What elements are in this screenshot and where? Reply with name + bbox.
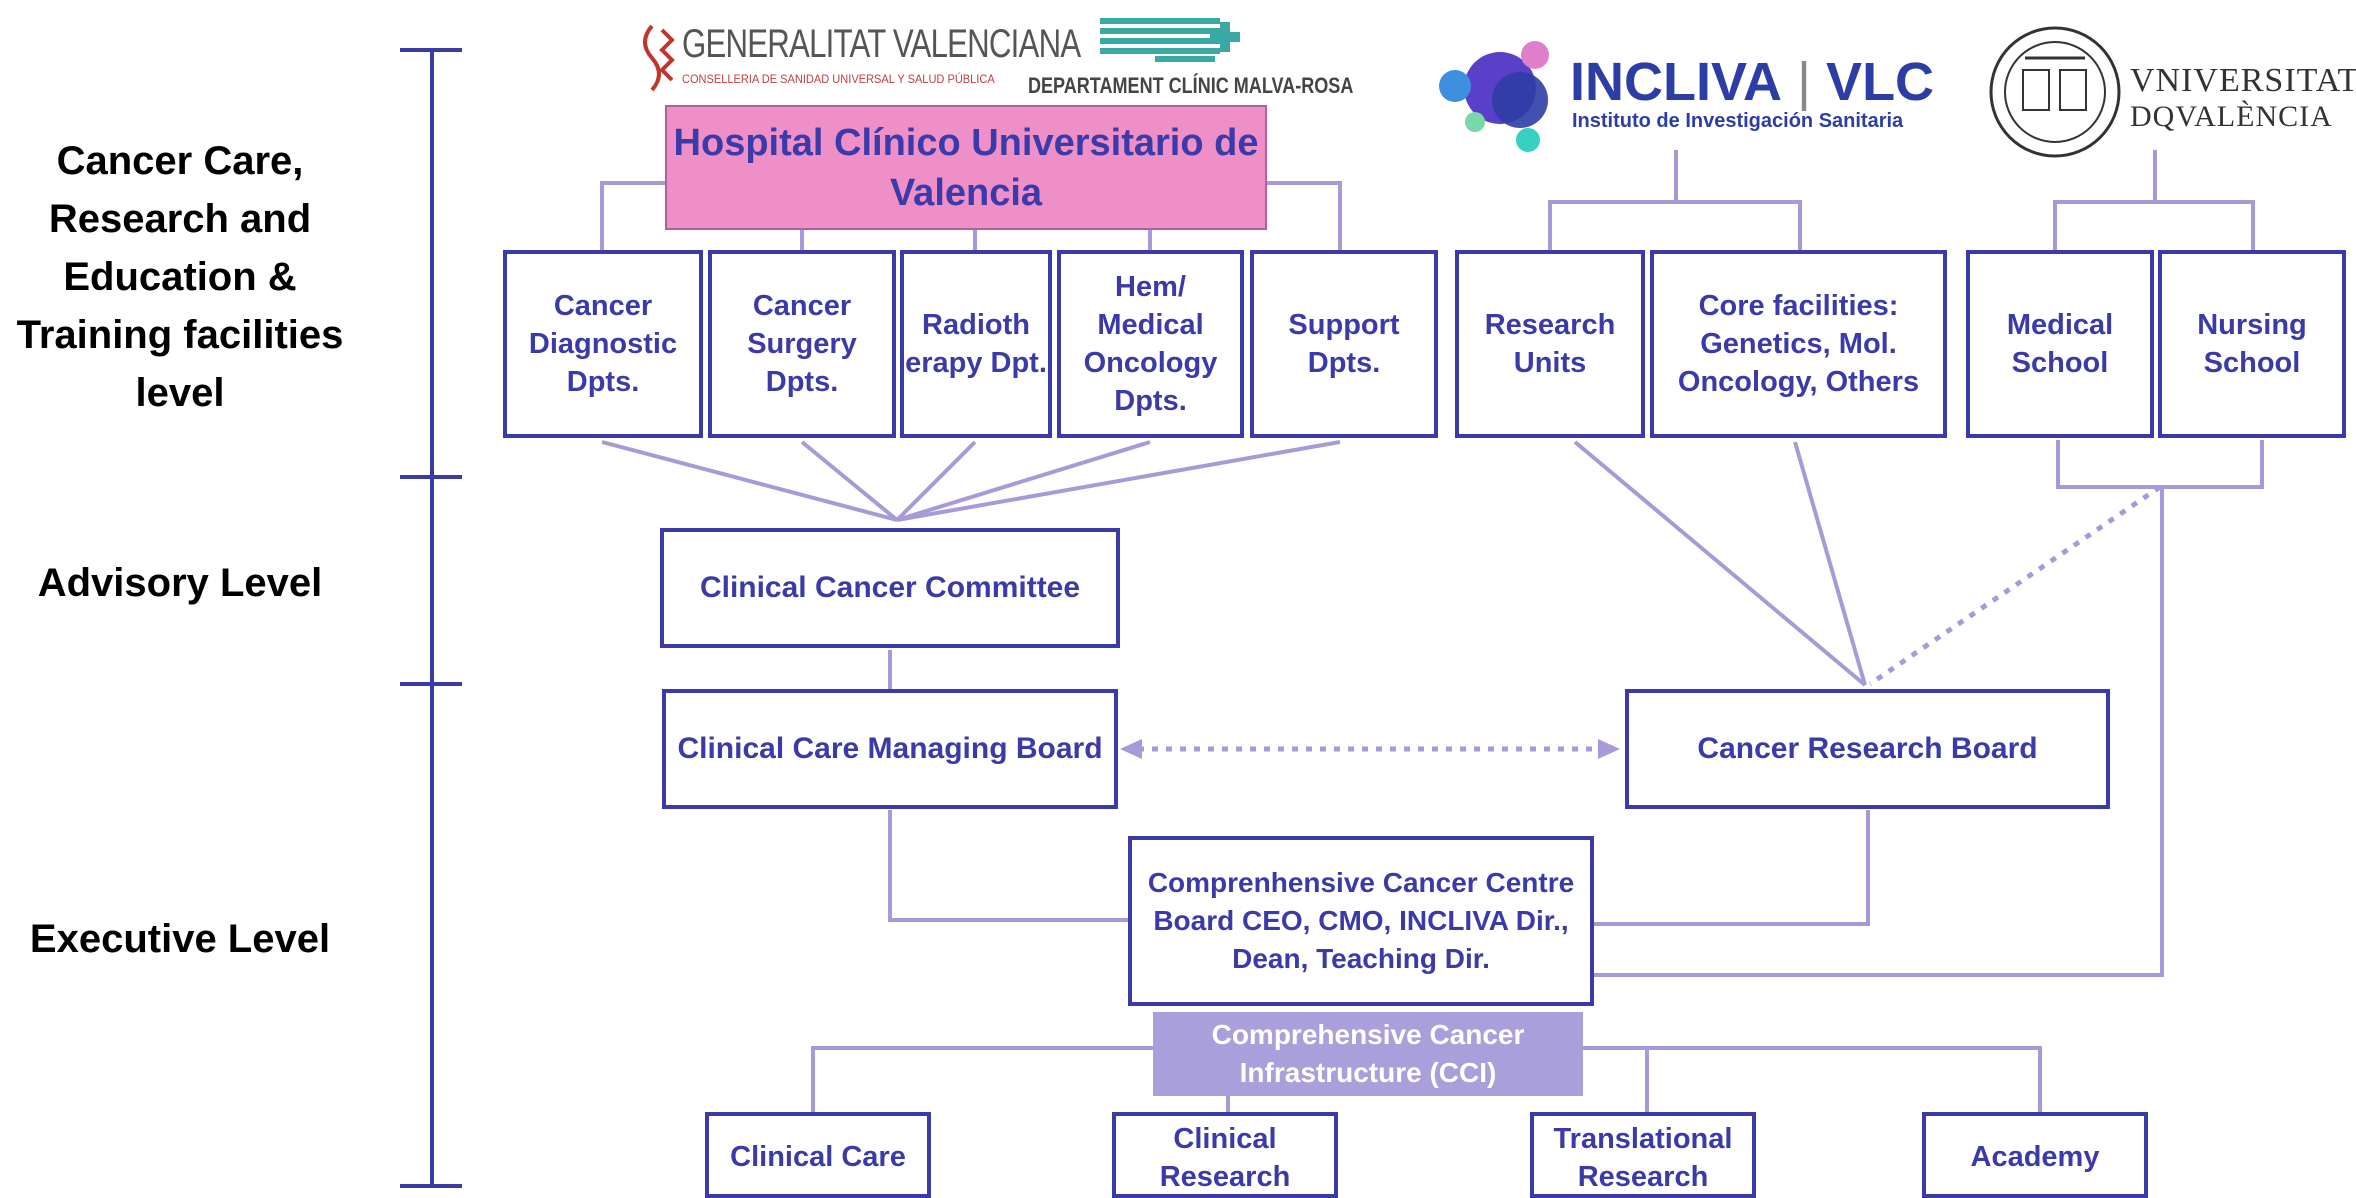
core-facilities: Core facilities: Genetics, Mol. Oncology… [1650,250,1947,438]
level-label-executive: Executive Level [29,917,331,961]
clinical-cancer-committee: Clinical Cancer Committee [660,528,1120,648]
incliva-title: INCLIVA | VLC [1570,52,1935,112]
malva-rosa-label: DEPARTAMENT CLÍNIC MALVA-ROSA [1028,73,1354,98]
dept-radiotherapy: Radioth erapy Dpt. [900,250,1052,438]
pillar-clinical-care: Clinical Care [705,1112,931,1198]
dept-support: Support Dpts. [1250,250,1438,438]
medical-school: Medical School [1966,250,2154,438]
hospital-header: Hospital Clínico Universitario de Valenc… [665,105,1267,230]
generalitat-logo-icon [643,24,675,92]
universitat-line1: VNIVERSITAT [2130,62,2356,99]
pillar-clinical-research: Clinical Research [1112,1112,1338,1198]
pillar-academy: Academy [1922,1112,2148,1198]
dept-hem-medical-oncology: Hem/ Medical Oncology Dpts. [1057,250,1244,438]
university-seal-icon [1989,26,2121,158]
universitat-line2: DQVALÈNCIA [2130,100,2333,133]
generalitat-subtitle: CONSELLERIA DE SANIDAD UNIVERSAL Y SALUD… [682,72,995,86]
incliva-logo-icon [1439,41,1549,152]
cci-box: Comprehensive Cancer Infrastructure (CCI… [1153,1012,1583,1096]
level-bracket [400,48,462,1188]
level-label-advisory: Advisory Level [37,561,323,605]
incliva-name: INCLIVA [1570,52,1782,112]
cancer-research-board: Cancer Research Board [1625,689,2110,809]
incliva-suffix: VLC [1826,52,1935,112]
incliva-subtitle: Instituto de Investigación Sanitaria [1572,110,1904,132]
research-units: Research Units [1455,250,1645,438]
pillar-translational-research: Translational Research [1530,1112,1756,1198]
hospital-building-icon [1100,18,1240,62]
dept-cancer-surgery: Cancer Surgery Dpts. [708,250,896,438]
ccc-board: Comprenhensive Cancer Centre Board CEO, … [1128,836,1594,1006]
level-label-facilities: Cancer Care, Research and Education & Tr… [16,139,344,415]
clinical-care-managing-board: Clinical Care Managing Board [662,689,1118,809]
nursing-school: Nursing School [2158,250,2346,438]
generalitat-title: GENERALITAT VALENCIANA [682,22,1081,66]
dept-cancer-diagnostic: Cancer Diagnostic Dpts. [503,250,703,438]
